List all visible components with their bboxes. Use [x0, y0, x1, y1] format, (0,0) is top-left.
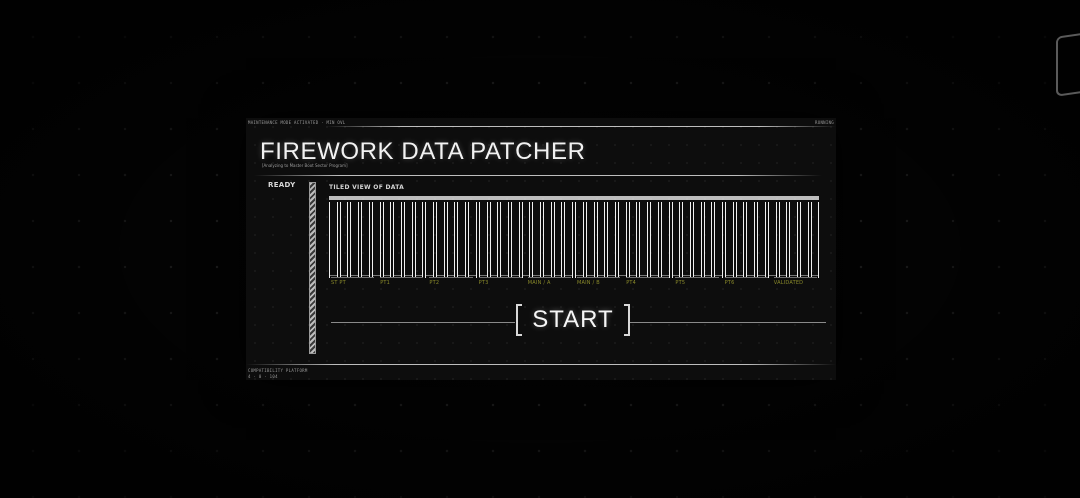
segment-label: ST PT — [331, 280, 346, 286]
data-tile — [425, 202, 435, 278]
data-tile — [767, 202, 777, 278]
data-tile — [414, 202, 424, 278]
data-tile — [585, 202, 595, 278]
patcher-panel: MAINTENANCE MODE ACTIVATED · MIN OVL RUN… — [246, 118, 836, 380]
data-tile — [757, 202, 766, 278]
segment-divider — [675, 277, 719, 278]
title-divider — [254, 175, 822, 176]
data-tile — [489, 202, 499, 278]
data-tile — [371, 202, 381, 278]
tiles-header-bar — [329, 196, 819, 200]
data-tile — [778, 202, 788, 278]
data-tile — [457, 202, 467, 278]
data-tile — [382, 202, 392, 278]
bottom-divider — [246, 364, 836, 365]
data-tile — [521, 202, 531, 278]
segment-divider — [773, 277, 817, 278]
data-tile — [564, 202, 574, 278]
tiled-view-label: TILED VIEW OF DATA — [329, 184, 405, 191]
data-tile — [746, 202, 756, 278]
status-ready-label: READY — [268, 181, 296, 189]
tiled-data-view — [329, 196, 820, 282]
data-tile — [339, 202, 349, 278]
data-tile — [703, 202, 713, 278]
page-subtitle: [Analyzing to Master Boot Sector Program… — [262, 163, 348, 168]
footer-caption-2: 4 · 0 · 104 — [248, 374, 278, 379]
page-title: FIREWORK DATA PATCHER — [260, 138, 586, 165]
data-tile — [617, 202, 627, 278]
data-tile — [799, 202, 809, 278]
segment-label: PT3 — [478, 280, 489, 286]
right-bracket-icon — [624, 304, 630, 336]
data-tile — [543, 202, 552, 278]
data-tile — [789, 202, 798, 278]
data-tile — [714, 202, 724, 278]
data-tile — [468, 202, 477, 278]
segment-label: PT6 — [724, 280, 735, 286]
footer-caption: COMPATIBILITY PLATFORM — [248, 368, 308, 373]
data-tile — [553, 202, 563, 278]
data-tile — [660, 202, 670, 278]
segment-label: PT5 — [675, 280, 686, 286]
tiles-row — [329, 202, 820, 278]
progress-rail — [309, 182, 316, 354]
segment-divider — [626, 277, 670, 278]
data-tile — [682, 202, 691, 278]
segment-divider — [527, 277, 571, 278]
start-line-left — [331, 322, 515, 323]
segment-divider — [429, 277, 473, 278]
data-tile — [575, 202, 584, 278]
segment-divider — [478, 277, 522, 278]
segment-label: PT2 — [429, 280, 440, 286]
segment-divider — [724, 277, 768, 278]
data-tile — [810, 202, 820, 278]
top-right-caption: RUNNING — [815, 120, 834, 125]
data-tile — [436, 202, 445, 278]
segment-label: MAIN / B — [577, 280, 600, 286]
hexagon-corner-icon — [1056, 31, 1080, 97]
data-tile — [725, 202, 734, 278]
data-tile — [628, 202, 638, 278]
data-tile — [639, 202, 649, 278]
data-tile — [596, 202, 606, 278]
segment-divider — [577, 277, 621, 278]
segment-label: PT1 — [380, 280, 391, 286]
data-tile — [692, 202, 702, 278]
segment-label: PT4 — [626, 280, 637, 286]
data-tile — [361, 202, 370, 278]
top-divider — [326, 126, 836, 127]
start-button[interactable]: START — [516, 304, 630, 336]
segment-label: MAIN / A — [527, 280, 551, 286]
left-bracket-icon — [516, 304, 522, 336]
segment-labels: ST PT PT1 PT2 PT3 MAIN / A MAIN / B PT4 PT5 PT6 V… — [329, 277, 821, 288]
data-tile — [671, 202, 681, 278]
data-tile — [532, 202, 542, 278]
segment-label: VALIDATED — [773, 280, 804, 286]
data-tile — [478, 202, 488, 278]
start-button-label: START — [532, 306, 614, 333]
data-tile — [350, 202, 360, 278]
data-tile — [403, 202, 413, 278]
segment-divider — [380, 277, 424, 278]
data-tile — [650, 202, 659, 278]
data-tile — [510, 202, 520, 278]
segment-divider — [331, 277, 375, 278]
data-tile — [500, 202, 509, 278]
data-tile — [446, 202, 456, 278]
data-tile — [393, 202, 402, 278]
start-line-right — [630, 322, 826, 323]
data-tile — [607, 202, 616, 278]
data-tile — [329, 202, 338, 278]
data-tile — [735, 202, 745, 278]
top-left-caption: MAINTENANCE MODE ACTIVATED · MIN OVL — [248, 120, 346, 125]
